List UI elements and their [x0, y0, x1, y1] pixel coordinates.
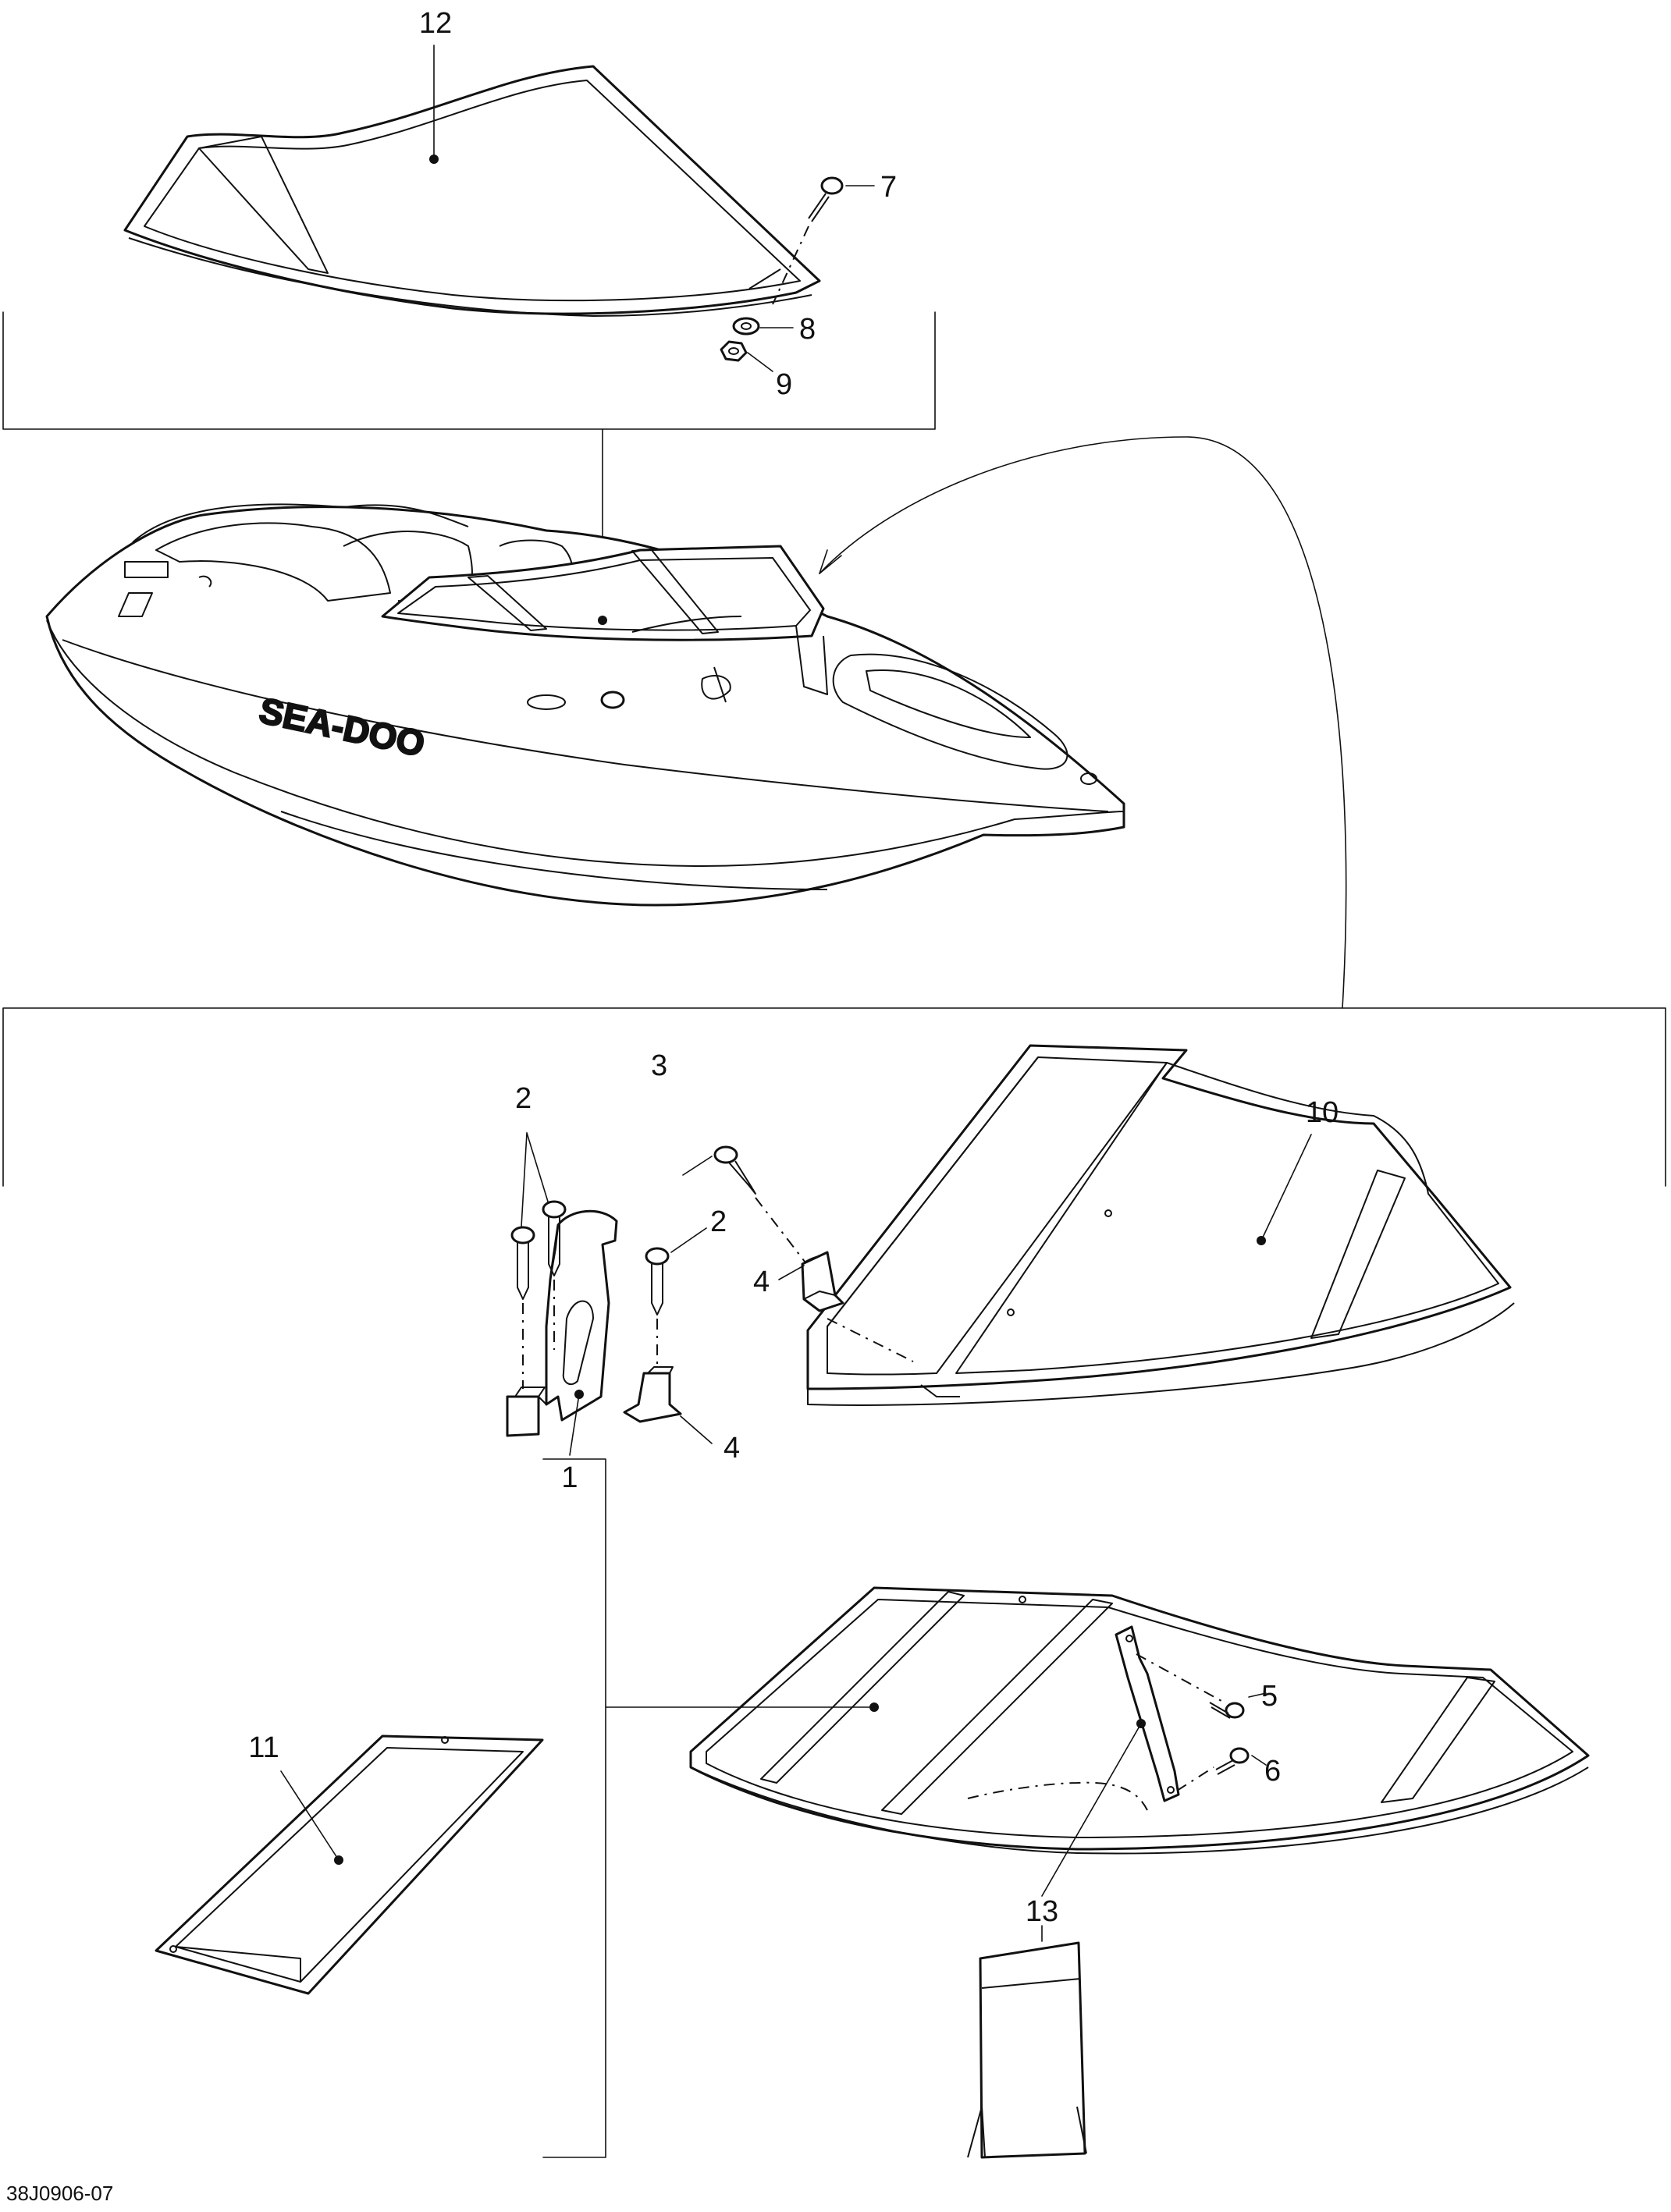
- callout-9: 9: [776, 368, 792, 401]
- boat-illustration: SEA-DOO: [45, 503, 1125, 907]
- support-rod-part-13: [1115, 1625, 1250, 1802]
- side-panel-part-11: [155, 1734, 544, 1995]
- callout-5: 5: [1261, 1680, 1278, 1713]
- windshield-part-12: [123, 65, 821, 317]
- callout-4-lower: 4: [724, 1432, 740, 1465]
- callout-numbers: 12 7 8 9 2 3 10 2 4 4 1 5 6 11 13: [248, 7, 1339, 1928]
- callout-10: 10: [1306, 1096, 1339, 1129]
- callout-11: 11: [248, 1731, 279, 1764]
- callout-6: 6: [1264, 1755, 1281, 1788]
- bracket-lines: [2, 311, 1666, 2158]
- callout-1: 1: [561, 1461, 578, 1494]
- fastener-set-7-8-9: [720, 176, 875, 372]
- storage-bag-part-13: [967, 1941, 1087, 2159]
- drawing-code: 38J0906-07: [6, 2182, 113, 2205]
- bracket-part-1: [506, 1209, 618, 1437]
- mount-part-4: [623, 1251, 914, 1423]
- windshield-part-10: [806, 1044, 1515, 1406]
- leader-lines: [280, 44, 1312, 1942]
- callout-2-top: 2: [515, 1082, 532, 1115]
- callout-2-right: 2: [710, 1205, 727, 1238]
- callout-7: 7: [880, 171, 897, 204]
- callout-12: 12: [419, 7, 452, 40]
- callout-4-upper: 4: [753, 1266, 770, 1298]
- screw-part-3: [713, 1145, 816, 1276]
- callout-8: 8: [799, 313, 816, 346]
- callout-13: 13: [1026, 1895, 1058, 1928]
- screw-part-2: [510, 1200, 670, 1389]
- callout-3: 3: [651, 1049, 667, 1082]
